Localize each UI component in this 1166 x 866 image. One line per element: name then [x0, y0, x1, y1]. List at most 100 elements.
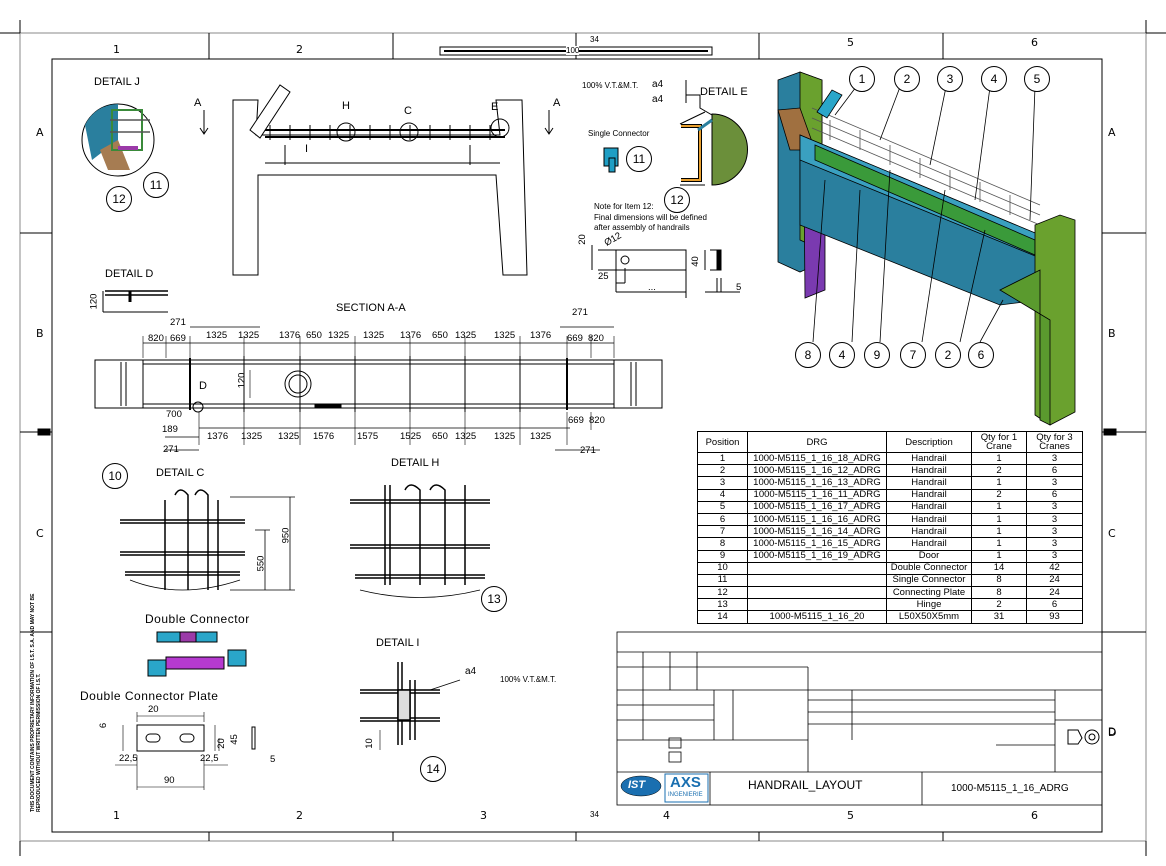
bom-cell-drg: 1000-M5115_1_16_17_ADRG	[747, 500, 887, 514]
title-block-logos	[620, 729, 1100, 803]
section-bottom-1325-c: 1325	[455, 431, 477, 442]
section-271-bottom-right: 271	[580, 445, 596, 456]
bom-cell-position: 12	[697, 586, 748, 600]
section-v120: 120	[236, 372, 248, 389]
drawing-title: HANDRAIL_LAYOUT	[748, 778, 863, 792]
bom-cell-description: Hinge	[886, 598, 972, 612]
bom-cell-qty3: 6	[1026, 488, 1083, 502]
bom-cell-description: Handrail	[886, 464, 972, 478]
zone-right-c: C	[1108, 527, 1116, 540]
logo-axs-sub: INGENIERIE	[668, 792, 703, 798]
detail-j-view	[81, 103, 155, 177]
section-189: 189	[162, 424, 178, 435]
zone-right-b: B	[1108, 327, 1116, 340]
detail-i-title: DETAIL I	[376, 637, 420, 649]
weld-a4-2: a4	[652, 94, 664, 105]
section-top-1325-d: 1325	[363, 330, 385, 341]
section-271-top-left: 271	[170, 317, 186, 328]
bom-header-drg: DRG	[747, 431, 887, 453]
section-bottom-1576: 1576	[313, 431, 335, 442]
balloon-iso-8: 8	[795, 342, 821, 368]
double-connector-plate-label: Double Connector Plate	[80, 689, 219, 703]
section-top-1325-a: 1325	[206, 330, 228, 341]
note-item12-line3: after assembly of handrails	[594, 223, 690, 232]
detail-i-dim-10: 10	[363, 738, 375, 749]
zone-top-2: 2	[296, 43, 303, 56]
section-aa-view	[94, 326, 663, 451]
section-bottom-1325-d: 1325	[494, 431, 516, 442]
section-top-669-r: 669	[567, 333, 583, 344]
bom-table: Position DRG Description Qty for 1 Crane…	[697, 431, 1083, 624]
balloon-j-11: 11	[143, 172, 169, 198]
bom-cell-qty1: 8	[971, 573, 1027, 588]
zone-top-5: 5	[847, 36, 854, 49]
bom-cell-qty3: 3	[1026, 525, 1083, 539]
balloon-iso-2: 2	[894, 66, 920, 92]
bom-cell-position: 9	[697, 549, 748, 563]
balloon-iso-5: 5	[1024, 66, 1050, 92]
plate-dim-25: 25	[598, 271, 609, 282]
section-bottom-820: 820	[589, 415, 605, 426]
zone-top-6: 6	[1031, 36, 1038, 49]
detail-c-550: 550	[255, 555, 267, 572]
zone-left-c: C	[36, 527, 44, 540]
bom-cell-drg	[747, 561, 887, 575]
dcp-dim-22-5-right: 22,5	[200, 753, 219, 764]
bom-cell-qty1: 8	[971, 586, 1027, 600]
double-connector-label: Double Connector	[145, 612, 250, 626]
section-top-650-b: 650	[432, 330, 448, 341]
bom-cell-qty1: 2	[971, 464, 1027, 478]
balloon-iso-4b: 4	[829, 342, 855, 368]
bom-cell-position: 6	[697, 512, 748, 527]
bom-cell-position: 3	[697, 476, 748, 490]
detail-e-title: DETAIL E	[700, 86, 748, 98]
bom-cell-qty1: 1	[971, 512, 1027, 527]
scale-bar-mark: 34	[590, 35, 599, 44]
dcp-dim-22-5-left: 22,5	[119, 753, 138, 764]
detail-d-view	[102, 290, 168, 313]
bom-cell-drg: 1000-M5115_1_16_11_ADRG	[747, 488, 887, 502]
zone-bottom-4: 4	[663, 809, 670, 822]
note-item12-line2: Final dimensions will be defined	[594, 213, 707, 222]
zone-bottom-6: 6	[1031, 809, 1038, 822]
detail-c-950: 950	[280, 527, 292, 544]
weld-note-top: 100% V.T.&M.T.	[582, 81, 639, 90]
bom-cell-description: Single Connector	[886, 573, 972, 588]
bom-cell-drg	[747, 573, 887, 588]
section-271-top-right: 271	[572, 307, 588, 318]
view-letter-c: C	[404, 105, 412, 117]
section-top-1325-c: 1325	[328, 330, 350, 341]
view-letter-h: H	[342, 100, 350, 112]
detail-c-title: DETAIL C	[156, 467, 205, 479]
isometric-view	[777, 71, 1076, 426]
balloon-e-12: 12	[664, 187, 690, 213]
front-elevation	[199, 84, 554, 276]
bom-cell-qty1: 1	[971, 525, 1027, 539]
bom-cell-description: Handrail	[886, 451, 972, 466]
section-700: 700	[166, 409, 182, 420]
bom-header-qty3: Qty for 3 Cranes	[1026, 431, 1083, 453]
bom-cell-position: 8	[697, 537, 748, 551]
bom-cell-qty1: 1	[971, 500, 1027, 514]
weld-a4-1: a4	[652, 79, 664, 90]
weld-note-detail-i: 100% V.T.&M.T.	[500, 675, 557, 684]
bom-cell-qty3: 93	[1026, 610, 1083, 624]
section-bottom-1325-a: 1325	[241, 431, 263, 442]
dcp-dim-5: 5	[270, 754, 276, 765]
detail-c-view	[120, 489, 295, 591]
dcp-dim-90: 90	[164, 775, 175, 786]
bom-cell-description: Handrail	[886, 525, 972, 539]
dcp-dim-45: 45	[228, 734, 240, 745]
detail-e-view	[603, 80, 748, 186]
bom-header-description: Description	[886, 431, 972, 453]
section-top-650-a: 650	[306, 330, 322, 341]
section-top-1376-c: 1376	[530, 330, 552, 341]
double-connector-model	[147, 631, 247, 677]
double-connector-plate-drawing	[115, 712, 256, 790]
bom-cell-qty1: 1	[971, 476, 1027, 490]
